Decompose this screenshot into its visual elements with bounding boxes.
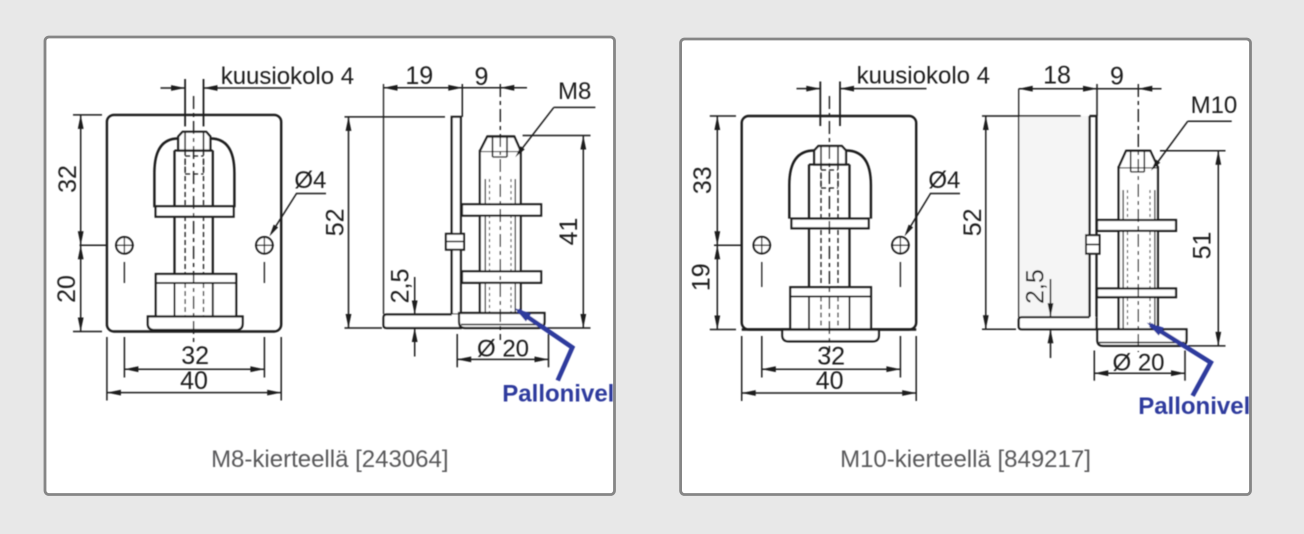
svg-text:40: 40 (180, 367, 208, 395)
svg-text:Pallonivel: Pallonivel (502, 381, 614, 408)
svg-text:32: 32 (181, 342, 209, 370)
svg-text:32: 32 (54, 165, 82, 193)
svg-text:2,5: 2,5 (1022, 269, 1050, 304)
svg-text:52: 52 (322, 208, 350, 236)
svg-text:Ø 20: Ø 20 (1113, 349, 1165, 376)
svg-text:41: 41 (555, 218, 583, 246)
svg-text:M8: M8 (558, 78, 591, 105)
svg-text:40: 40 (816, 367, 844, 395)
svg-text:51: 51 (1189, 232, 1217, 260)
svg-text:9: 9 (1110, 63, 1124, 91)
svg-text:20: 20 (53, 275, 81, 303)
svg-text:kuusiokolo 4: kuusiokolo 4 (857, 63, 990, 90)
svg-text:33: 33 (689, 166, 717, 194)
svg-text:52: 52 (959, 208, 987, 236)
svg-text:32: 32 (817, 342, 845, 370)
svg-text:19: 19 (405, 62, 433, 90)
svg-text:Ø4: Ø4 (294, 167, 326, 194)
svg-text:2,5: 2,5 (387, 269, 415, 304)
svg-text:Pallonivel: Pallonivel (1138, 393, 1250, 420)
svg-text:kuusiokolo 4: kuusiokolo 4 (221, 63, 354, 90)
svg-text:Ø4: Ø4 (928, 167, 960, 194)
svg-text:M8-kierteellä [243064]: M8-kierteellä [243064] (211, 446, 448, 473)
svg-text:19: 19 (688, 263, 716, 291)
svg-text:Ø 20: Ø 20 (477, 336, 529, 363)
svg-text:M10: M10 (1191, 92, 1238, 119)
svg-text:M10-kierteellä [849217]: M10-kierteellä [849217] (840, 446, 1091, 473)
svg-text:9: 9 (474, 63, 488, 91)
svg-text:18: 18 (1043, 62, 1071, 90)
